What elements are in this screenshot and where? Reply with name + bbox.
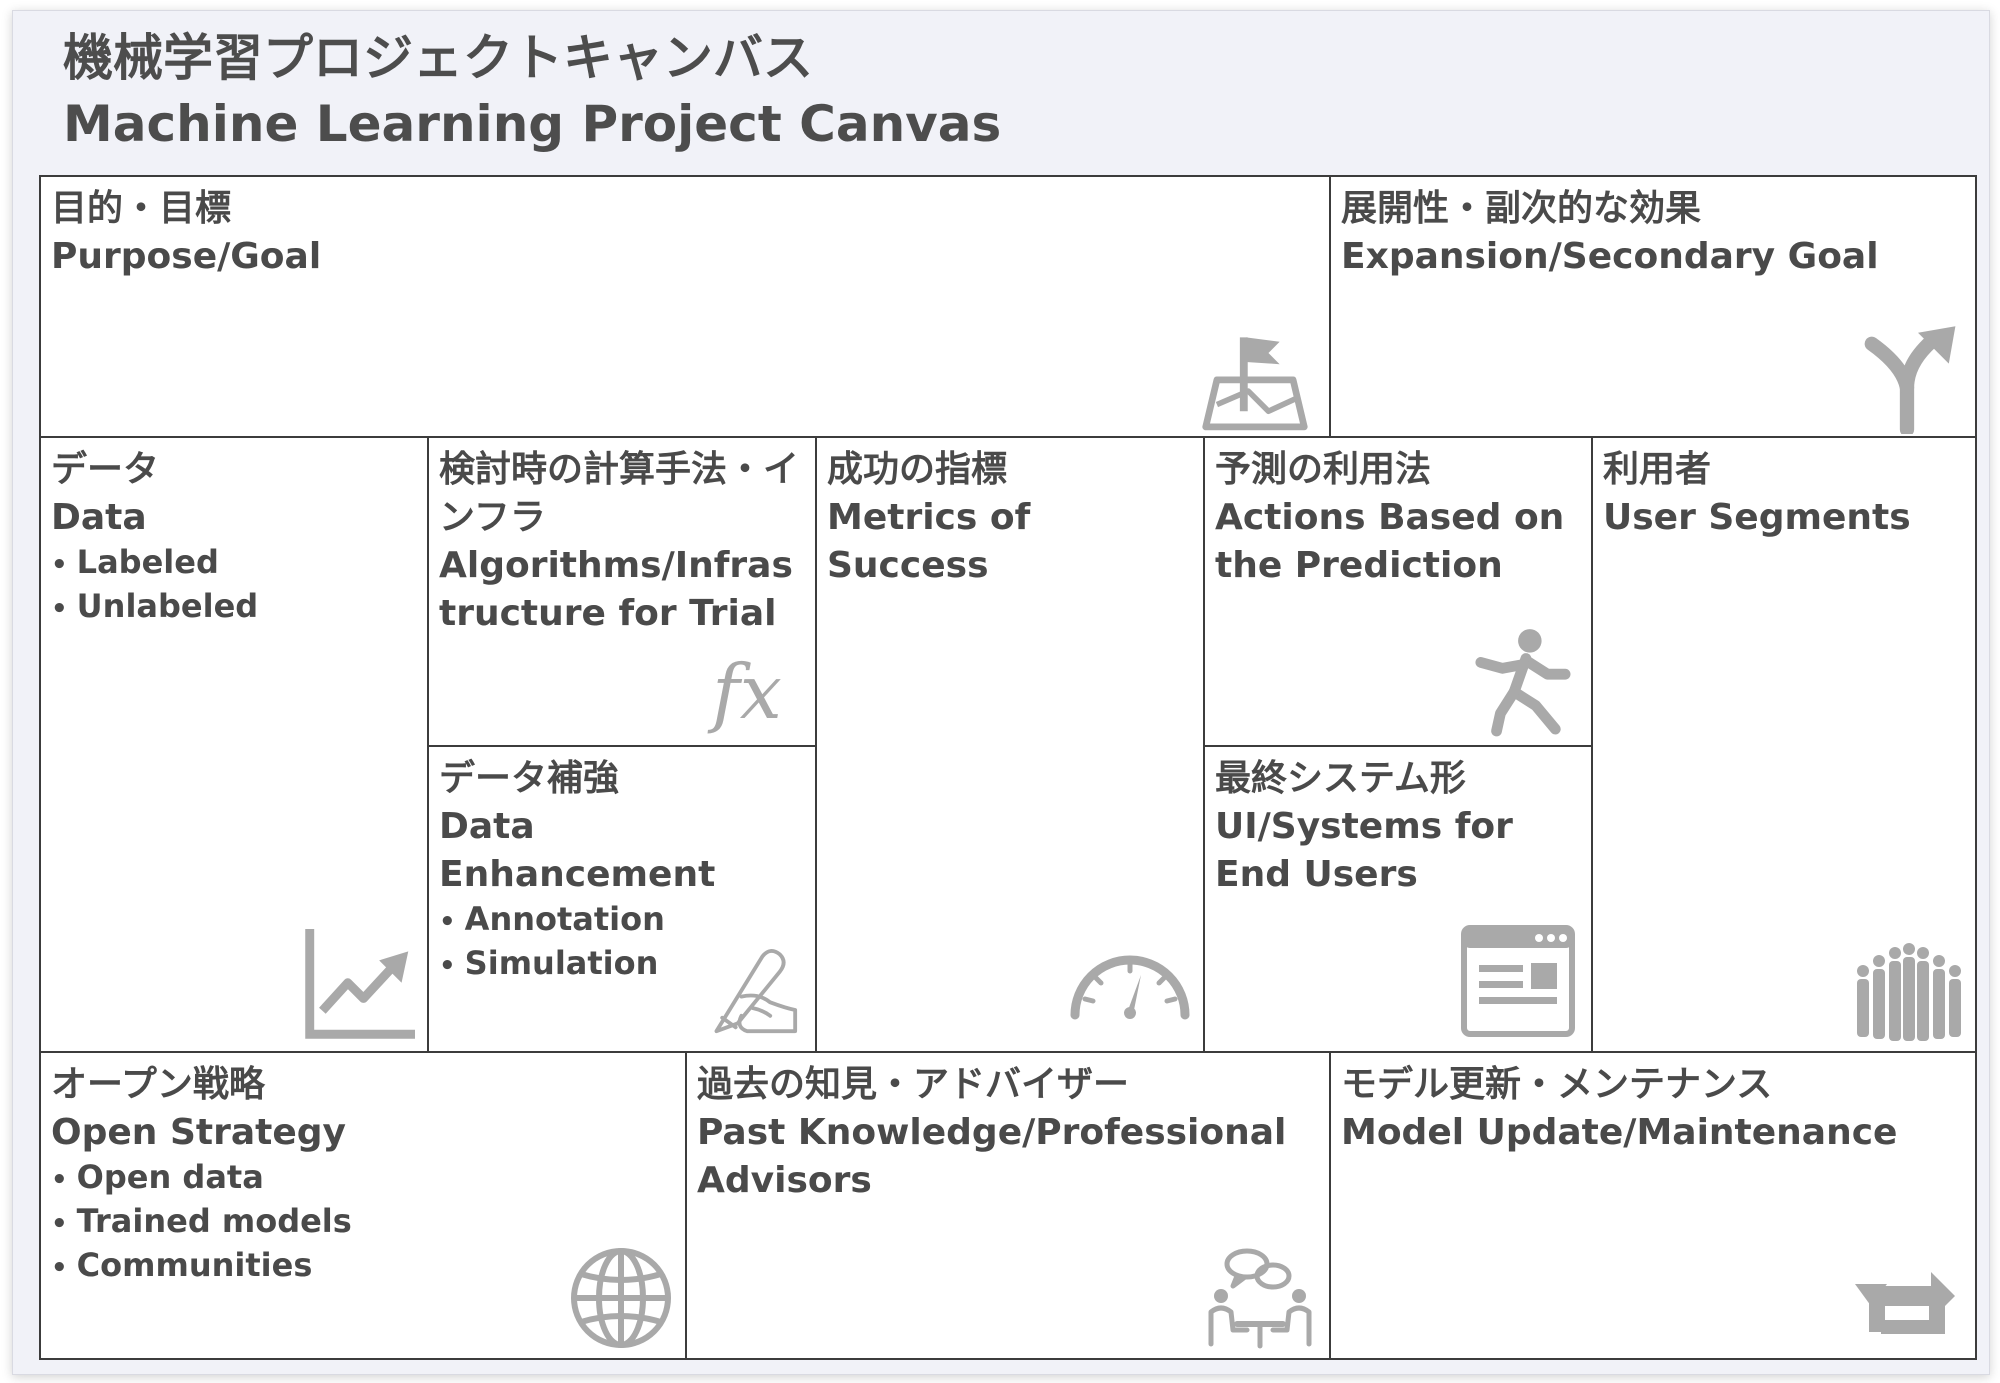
list-item: Simulation [439,943,805,987]
line-chart-icon [303,929,415,1041]
cell-title-jp: オープン戦略 [51,1064,265,1105]
canvas-sheet: 機械学習プロジェクトキャンバス Machine Learning Project… [12,10,1990,1375]
cell-ui-systems-end-users: 最終システム形 UI/Systems for End Users [1203,745,1593,1053]
cell-title-en: UI/Systems for End Users [1215,806,1513,895]
pen-hand-icon [701,939,801,1035]
data-bullet-list: Labeled Unlabeled [51,542,417,630]
browser-window-icon [1461,925,1575,1037]
project-canvas-grid: 目的・目標 Purpose/Goal 展開性・副次的な効果 Expansion/… [39,175,1977,1360]
data-enhancement-bullet-list: Annotation Simulation [439,899,805,987]
cell-metrics-of-success: 成功の指標 Metrics of Success [815,436,1205,1053]
list-item: Communities [51,1245,675,1289]
cell-purpose-goal: 目的・目標 Purpose/Goal [39,175,1331,438]
cell-title-en: Model Update/Maintenance [1341,1112,1898,1153]
cell-expansion-secondary-goal: 展開性・副次的な効果 Expansion/Secondary Goal [1329,175,1977,438]
cell-title-jp: 目的・目標 [51,188,232,229]
globe-icon [569,1246,673,1350]
cell-title-jp: 過去の知見・アドバイザー [697,1064,1130,1105]
cell-actions-based-on-prediction: 予測の利用法 Actions Based on the Prediction [1203,436,1593,747]
list-item: Annotation [439,899,805,943]
cell-title-en: Expansion/Secondary Goal [1341,236,1879,277]
cell-title-en: Algorithms/Infrastructure for Trial [439,545,793,634]
refresh-arrows-icon [1851,1262,1963,1342]
meeting-chat-icon [1203,1246,1317,1350]
cell-title-jp: 最終システム形 [1215,758,1466,799]
fork-arrow-icon [1851,324,1963,434]
cell-title-jp: データ [51,449,160,490]
cell-title-en: Data Enhancement [439,806,716,895]
cell-title-en: User Segments [1603,497,1911,538]
cell-title-en: Metrics of Success [827,497,1031,586]
cell-title-jp: 検討時の計算手法・インフラ [439,449,800,538]
function-fx-icon: fx [699,651,795,735]
title-en: Machine Learning Project Canvas [63,95,1002,153]
cell-title-jp: 予測の利用法 [1215,449,1432,490]
cell-title-jp: 成功の指標 [827,449,1008,490]
cell-title-jp: 展開性・副次的な効果 [1341,188,1702,229]
cell-title-jp: モデル更新・メンテナンス [1341,1064,1773,1105]
cell-open-strategy: オープン戦略 Open Strategy Open data Trained m… [39,1051,687,1360]
cell-title-jp: データ補強 [439,758,620,799]
cell-title-en: Data [51,497,147,538]
speedometer-icon [1065,945,1195,1021]
running-person-icon [1473,627,1571,739]
cell-title-jp: 利用者 [1603,449,1712,490]
cell-title-en: Open Strategy [51,1112,346,1153]
page-title: 機械学習プロジェクトキャンバス Machine Learning Project… [63,25,1001,157]
cell-title-en: Past Knowledge/Professional Advisors [697,1112,1287,1201]
cell-data: データ Data Labeled Unlabeled [39,436,429,1053]
open-strategy-bullet-list: Open data Trained models Communities [51,1157,675,1289]
cell-data-enhancement: データ補強 Data Enhancement Annotation Simula… [427,745,817,1053]
list-item: Unlabeled [51,586,417,630]
people-group-icon [1853,941,1965,1043]
title-jp: 機械学習プロジェクトキャンバス [63,29,813,87]
cell-model-update-maintenance: モデル更新・メンテナンス Model Update/Maintenance [1329,1051,1977,1360]
cell-title-en: Purpose/Goal [51,236,322,277]
list-item: Open data [51,1157,675,1201]
list-item: Trained models [51,1201,675,1245]
svg-text:fx: fx [707,651,782,735]
cell-algorithms-infrastructure: 検討時の計算手法・インフラ Algorithms/Infrastructure … [427,436,817,747]
list-item: Labeled [51,542,417,586]
cell-title-en: Actions Based on the Prediction [1215,497,1565,586]
flag-map-icon [1199,330,1311,432]
cell-user-segments: 利用者 User Segments [1591,436,1977,1053]
cell-past-knowledge-advisors: 過去の知見・アドバイザー Past Knowledge/Professional… [685,1051,1331,1360]
